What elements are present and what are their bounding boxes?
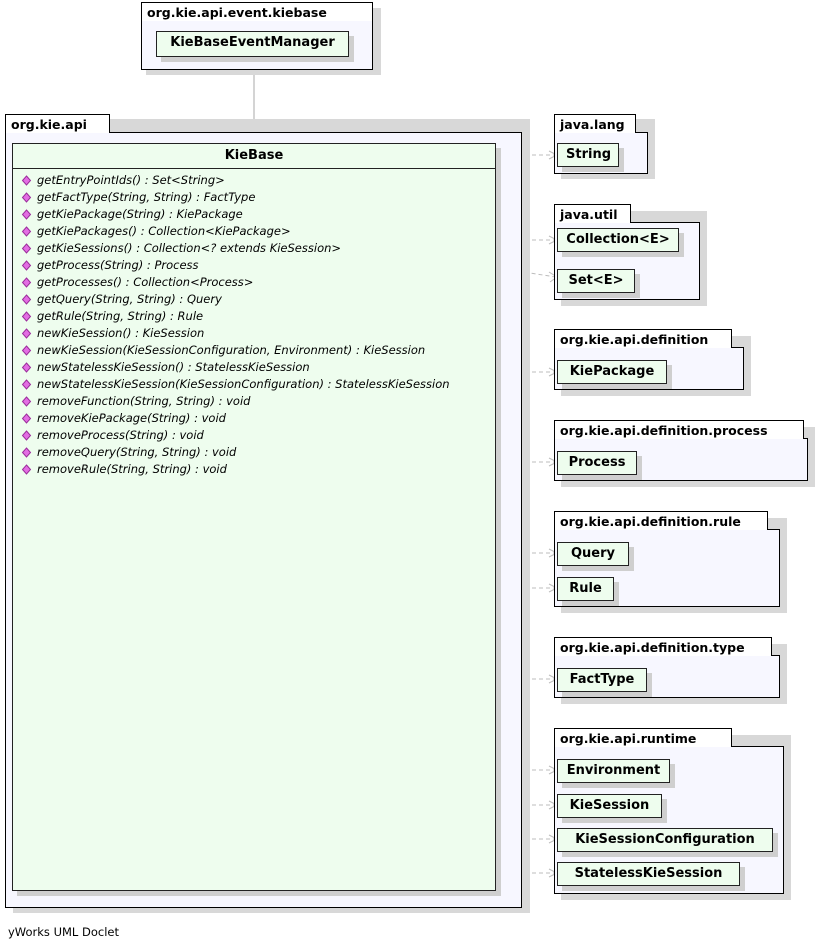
member-signature: getEntryPointIds() : Set<String> bbox=[37, 173, 225, 187]
member-row: getProcesses() : Collection<Process> bbox=[13, 274, 495, 291]
package-label: org.kie.api.event.kiebase bbox=[141, 2, 373, 21]
class-title: KieBase bbox=[224, 148, 284, 163]
public-visibility-icon bbox=[21, 243, 32, 254]
class-process[interactable]: Process bbox=[557, 451, 637, 475]
member-row: newStatelessKieSession(KieSessionConfigu… bbox=[13, 376, 495, 393]
class-title: String bbox=[566, 147, 612, 162]
public-visibility-icon bbox=[21, 311, 32, 322]
public-visibility-icon bbox=[21, 413, 32, 424]
class-separator bbox=[13, 168, 495, 169]
member-row: getRule(String, String) : Rule bbox=[13, 308, 495, 325]
member-signature: newKieSession() : KieSession bbox=[37, 326, 205, 340]
public-visibility-icon bbox=[21, 464, 32, 475]
member-signature: removeKiePackage(String) : void bbox=[37, 411, 226, 425]
member-signature: removeRule(String, String) : void bbox=[37, 462, 227, 476]
member-signature: getProcess(String) : Process bbox=[37, 258, 199, 272]
member-signature: removeQuery(String, String) : void bbox=[37, 445, 237, 459]
class-members: getEntryPointIds() : Set<String> getFact… bbox=[13, 169, 495, 481]
package-label: org.kie.api.definition.process bbox=[554, 420, 804, 439]
member-signature: getFactType(String, String) : FactType bbox=[37, 190, 256, 204]
class-title: FactType bbox=[569, 672, 635, 687]
package-label: java.lang bbox=[554, 114, 636, 133]
public-visibility-icon bbox=[21, 209, 32, 220]
member-row: newKieSession() : KieSession bbox=[13, 325, 495, 342]
class-title: KieSession bbox=[569, 798, 650, 813]
member-row: getEntryPointIds() : Set<String> bbox=[13, 172, 495, 189]
public-visibility-icon bbox=[21, 345, 32, 356]
member-row: getQuery(String, String) : Query bbox=[13, 291, 495, 308]
member-signature: getKiePackages() : Collection<KiePackage… bbox=[37, 224, 291, 238]
package-label: java.util bbox=[554, 204, 631, 223]
member-row: removeQuery(String, String) : void bbox=[13, 444, 495, 461]
member-row: removeKiePackage(String) : void bbox=[13, 410, 495, 427]
public-visibility-icon bbox=[21, 447, 32, 458]
member-row: getKiePackage(String) : KiePackage bbox=[13, 206, 495, 223]
public-visibility-icon bbox=[21, 175, 32, 186]
class-title: Set<E> bbox=[568, 273, 624, 288]
member-signature: getQuery(String, String) : Query bbox=[37, 292, 222, 306]
class-kiesession[interactable]: KieSession bbox=[557, 794, 662, 818]
package-label: org.kie.api.runtime bbox=[554, 728, 732, 747]
member-row: getFactType(String, String) : FactType bbox=[13, 189, 495, 206]
public-visibility-icon bbox=[21, 277, 32, 288]
public-visibility-icon bbox=[21, 430, 32, 441]
class-environment[interactable]: Environment bbox=[557, 759, 670, 783]
member-signature: removeProcess(String) : void bbox=[37, 428, 204, 442]
member-row: removeRule(String, String) : void bbox=[13, 461, 495, 478]
class-query[interactable]: Query bbox=[557, 542, 629, 566]
member-signature: getRule(String, String) : Rule bbox=[37, 309, 204, 323]
public-visibility-icon bbox=[21, 226, 32, 237]
class-kiesessionconfiguration[interactable]: KieSessionConfiguration bbox=[557, 828, 773, 852]
member-row: removeFunction(String, String) : void bbox=[13, 393, 495, 410]
class-title: KieBaseEventManager bbox=[170, 35, 335, 50]
package-label: org.kie.api.definition.type bbox=[554, 637, 772, 656]
member-signature: getProcesses() : Collection<Process> bbox=[37, 275, 254, 289]
class-statelesskiesession[interactable]: StatelessKieSession bbox=[557, 862, 740, 886]
class-kiebaseeventmanager[interactable]: KieBaseEventManager bbox=[156, 31, 349, 57]
public-visibility-icon bbox=[21, 294, 32, 305]
class-facttype[interactable]: FactType bbox=[557, 668, 647, 692]
public-visibility-icon bbox=[21, 396, 32, 407]
class-kiebase[interactable]: KieBase getEntryPointIds() : Set<String>… bbox=[12, 143, 496, 891]
member-row: removeProcess(String) : void bbox=[13, 427, 495, 444]
public-visibility-icon bbox=[21, 260, 32, 271]
member-row: newKieSession(KieSessionConfiguration, E… bbox=[13, 342, 495, 359]
class-title: Process bbox=[568, 455, 626, 470]
class-title: KiePackage bbox=[569, 364, 655, 379]
public-visibility-icon bbox=[21, 379, 32, 390]
class-string[interactable]: String bbox=[557, 143, 619, 167]
class-collection[interactable]: Collection<E> bbox=[557, 228, 679, 252]
class-title: Rule bbox=[569, 581, 602, 596]
class-title: StatelessKieSession bbox=[574, 866, 723, 881]
package-label: org.kie.api.definition.rule bbox=[554, 511, 768, 530]
class-set[interactable]: Set<E> bbox=[557, 269, 635, 293]
class-title: Query bbox=[570, 546, 615, 561]
class-kiepackage[interactable]: KiePackage bbox=[557, 360, 667, 384]
member-signature: newStatelessKieSession(KieSessionConfigu… bbox=[37, 377, 450, 391]
member-row: getProcess(String) : Process bbox=[13, 257, 495, 274]
public-visibility-icon bbox=[21, 328, 32, 339]
member-signature: removeFunction(String, String) : void bbox=[37, 394, 251, 408]
member-signature: newStatelessKieSession() : StatelessKieS… bbox=[37, 360, 310, 374]
public-visibility-icon bbox=[21, 362, 32, 373]
member-signature: newKieSession(KieSessionConfiguration, E… bbox=[37, 343, 426, 357]
member-signature: getKieSessions() : Collection<? extends … bbox=[37, 241, 342, 255]
member-signature: getKiePackage(String) : KiePackage bbox=[37, 207, 243, 221]
diagram-caption: yWorks UML Doclet bbox=[8, 925, 119, 939]
public-visibility-icon bbox=[21, 192, 32, 203]
class-title: Environment bbox=[566, 763, 661, 778]
member-row: getKiePackages() : Collection<KiePackage… bbox=[13, 223, 495, 240]
member-row: getKieSessions() : Collection<? extends … bbox=[13, 240, 495, 257]
class-title: Collection<E> bbox=[566, 232, 670, 247]
class-rule[interactable]: Rule bbox=[557, 577, 614, 601]
package-label: org.kie.api.definition bbox=[554, 329, 732, 348]
class-title: KieSessionConfiguration bbox=[575, 832, 755, 847]
member-row: newStatelessKieSession() : StatelessKieS… bbox=[13, 359, 495, 376]
package-label: org.kie.api bbox=[5, 114, 110, 133]
